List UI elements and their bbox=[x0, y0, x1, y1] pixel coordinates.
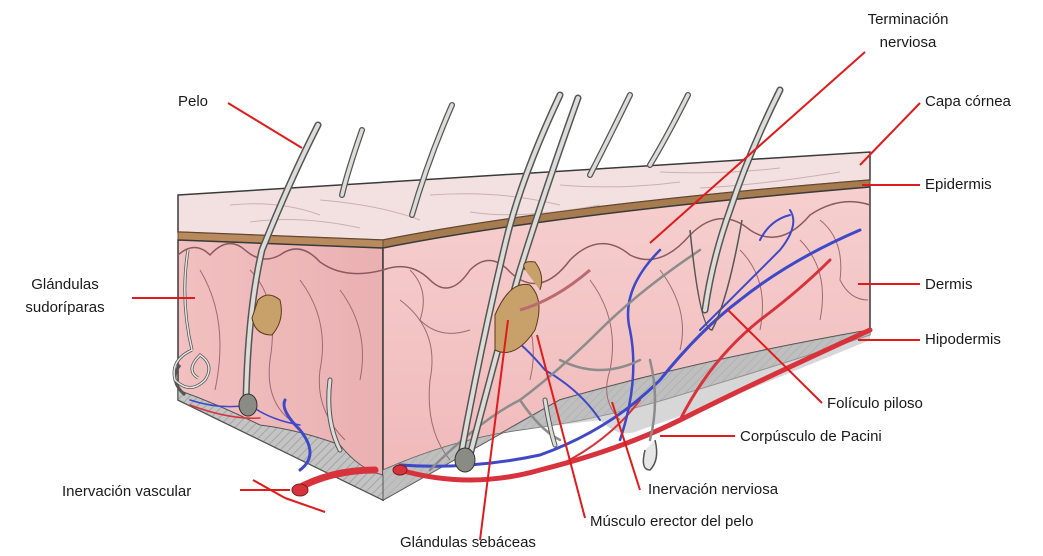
label-inervacion-vascular: Inervación vascular bbox=[62, 482, 191, 501]
label-pelo: Pelo bbox=[178, 92, 208, 111]
label-epidermis: Epidermis bbox=[925, 175, 992, 194]
label-glandulas-sudoriparas-2: sudoríparas bbox=[0, 298, 130, 317]
label-capa-cornea: Capa córnea bbox=[925, 92, 1011, 111]
label-musculo-erector: Músculo erector del pelo bbox=[590, 512, 753, 531]
label-corpusculo-pacini: Corpúsculo de Pacini bbox=[740, 427, 882, 446]
label-glandulas-sebaceas: Glándulas sebáceas bbox=[400, 533, 536, 552]
pacini-corpuscle bbox=[643, 440, 656, 470]
label-inervacion-nerviosa: Inervación nerviosa bbox=[648, 480, 778, 499]
label-glandulas-sudoriparas-1: Glándulas bbox=[0, 275, 130, 294]
label-hipodermis: Hipodermis bbox=[925, 330, 1001, 349]
label-dermis: Dermis bbox=[925, 275, 973, 294]
label-terminacion-nerviosa-1: Terminación bbox=[848, 10, 968, 29]
label-terminacion-nerviosa-2: nerviosa bbox=[848, 33, 968, 52]
label-foliculo-piloso: Folículo piloso bbox=[827, 394, 923, 413]
